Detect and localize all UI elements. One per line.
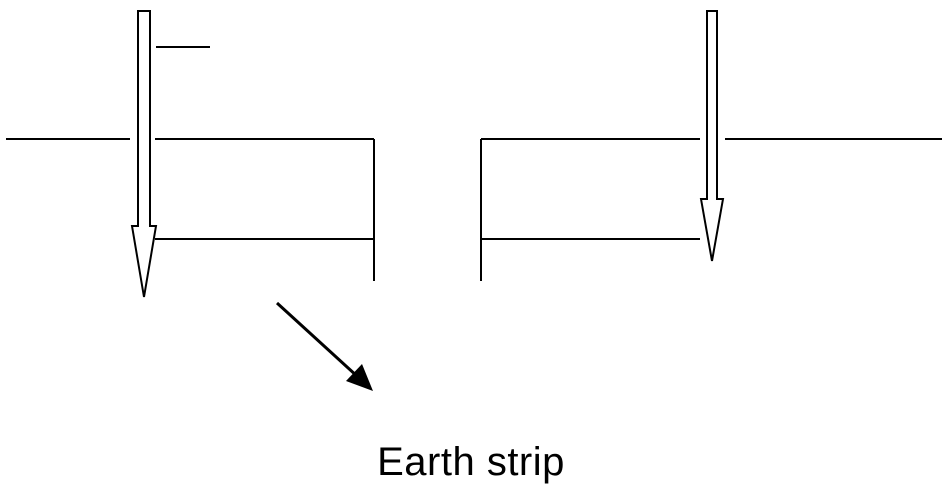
pointer-arrow-head bbox=[346, 364, 373, 391]
left-earth-rod bbox=[130, 10, 158, 298]
earth-strip-trench-right bbox=[480, 139, 700, 281]
earth-strip-trench-left bbox=[155, 139, 375, 281]
pointer-arrow bbox=[275, 301, 373, 391]
pointer-arrow-shaft bbox=[275, 301, 360, 379]
diagram-caption: Earth strip bbox=[377, 440, 565, 484]
right-earth-rod bbox=[699, 10, 725, 262]
